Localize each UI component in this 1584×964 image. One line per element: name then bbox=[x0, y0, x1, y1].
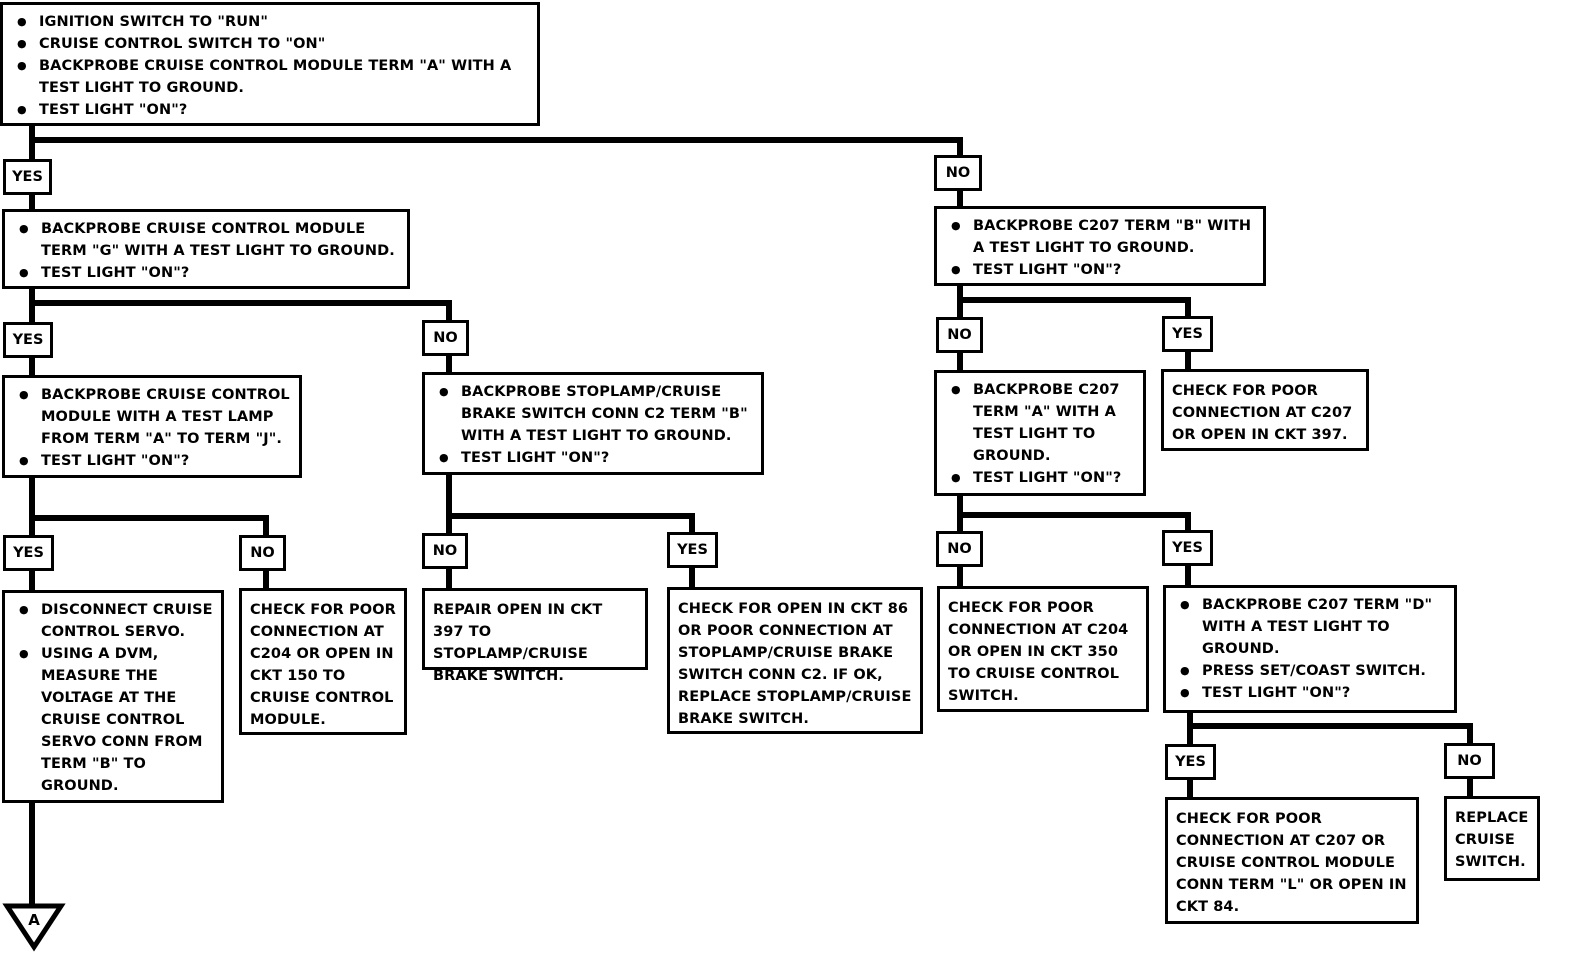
step-text: PRESS SET/COAST SWITCH. bbox=[1172, 660, 1448, 682]
step-text: BACKPROBE CRUISE CONTROL MODULE WITH A T… bbox=[11, 384, 303, 450]
off-page-connector-a: A bbox=[2, 903, 66, 952]
step-module-term-a-j: BACKPROBE CRUISE CONTROL MODULE WITH A T… bbox=[2, 375, 302, 478]
step-text: BACKPROBE C207 TERM "B" WITH A TEST LIGH… bbox=[943, 215, 1263, 259]
branch-label-yes: YES bbox=[3, 322, 53, 358]
step-text: TEST LIGHT "ON"? bbox=[11, 262, 401, 284]
step-text: TEST LIGHT "ON"? bbox=[943, 467, 1137, 489]
result-text: CHECK FOR POOR CONNECTION AT C207 OR CRU… bbox=[1176, 811, 1407, 915]
branch-label-no: NO bbox=[422, 320, 469, 356]
step-text: CRUISE CONTROL SWITCH TO "ON" bbox=[9, 33, 531, 55]
branch-label-yes: YES bbox=[3, 159, 52, 195]
step-text: BACKPROBE STOPLAMP/CRUISE BRAKE SWITCH C… bbox=[431, 381, 761, 447]
step-text: BACKPROBE CRUISE CONTROL MODULE TERM "G"… bbox=[11, 218, 401, 262]
step-text: TEST LIGHT "ON"? bbox=[1172, 682, 1448, 704]
step-text: TEST LIGHT "ON"? bbox=[431, 447, 755, 469]
branch-label-yes: YES bbox=[1162, 316, 1213, 352]
branch-label-no: NO bbox=[422, 533, 468, 569]
step-servo-voltage: DISCONNECT CRUISE CONTROL SERVO. USING A… bbox=[2, 590, 224, 803]
result-text: CHECK FOR POOR CONNECTION AT C204 OR OPE… bbox=[948, 600, 1129, 704]
result-text: CHECK FOR POOR CONNECTION AT C207 OR OPE… bbox=[1172, 383, 1353, 443]
result-check-ckt86: CHECK FOR OPEN IN CKT 86 OR POOR CONNECT… bbox=[667, 587, 923, 734]
branch-label-yes: YES bbox=[3, 535, 54, 571]
step-text: BACKPROBE C207 TERM "A" WITH A TEST LIGH… bbox=[943, 379, 1143, 467]
step-text: DISCONNECT CRUISE CONTROL SERVO. bbox=[11, 599, 221, 643]
result-text: REPLACE CRUISE SWITCH. bbox=[1455, 810, 1529, 870]
step-c207-term-d: BACKPROBE C207 TERM "D" WITH A TEST LIGH… bbox=[1163, 585, 1457, 713]
branch-label-no: NO bbox=[936, 317, 983, 353]
result-check-c207-ckt397: CHECK FOR POOR CONNECTION AT C207 OR OPE… bbox=[1161, 369, 1369, 451]
result-text: REPAIR OPEN IN CKT 397 TO STOPLAMP/CRUIS… bbox=[433, 602, 603, 684]
result-check-c207-ckt84: CHECK FOR POOR CONNECTION AT C207 OR CRU… bbox=[1165, 797, 1419, 924]
branch-label-yes: YES bbox=[1165, 744, 1216, 780]
step-text: TEST LIGHT "ON"? bbox=[9, 99, 531, 121]
step-module-term-g: BACKPROBE CRUISE CONTROL MODULE TERM "G"… bbox=[2, 209, 410, 289]
result-text: CHECK FOR OPEN IN CKT 86 OR POOR CONNECT… bbox=[678, 601, 912, 727]
branch-label-no: NO bbox=[1444, 743, 1495, 779]
connector-label: A bbox=[28, 911, 40, 929]
branch-label-yes: YES bbox=[667, 532, 718, 568]
branch-label-no: NO bbox=[239, 535, 286, 571]
result-repair-ckt397: REPAIR OPEN IN CKT 397 TO STOPLAMP/CRUIS… bbox=[422, 588, 648, 684]
result-check-c204-ckt350: CHECK FOR POOR CONNECTION AT C204 OR OPE… bbox=[937, 586, 1149, 712]
branch-label-no: NO bbox=[936, 531, 983, 567]
step-stoplamp-switch-term-b: BACKPROBE STOPLAMP/CRUISE BRAKE SWITCH C… bbox=[422, 372, 764, 475]
result-check-c204-ckt150: CHECK FOR POOR CONNECTION AT C204 OR OPE… bbox=[239, 588, 407, 735]
step-c207-term-a: BACKPROBE C207 TERM "A" WITH A TEST LIGH… bbox=[934, 370, 1146, 496]
result-text: CHECK FOR POOR CONNECTION AT C204 OR OPE… bbox=[250, 602, 396, 728]
result-replace-cruise-switch: REPLACE CRUISE SWITCH. bbox=[1444, 796, 1540, 881]
step-text: TEST LIGHT "ON"? bbox=[11, 450, 293, 472]
step-text: BACKPROBE C207 TERM "D" WITH A TEST LIGH… bbox=[1172, 594, 1452, 660]
step-text: IGNITION SWITCH TO "RUN" bbox=[9, 11, 531, 33]
step-text: USING A DVM, MEASURE THE VOLTAGE AT THE … bbox=[11, 643, 221, 797]
step-text: TEST LIGHT "ON"? bbox=[943, 259, 1257, 281]
step-text: BACKPROBE CRUISE CONTROL MODULE TERM "A"… bbox=[9, 55, 519, 99]
branch-label-no: NO bbox=[934, 155, 982, 191]
step-c207-term-b: BACKPROBE C207 TERM "B" WITH A TEST LIGH… bbox=[934, 206, 1266, 286]
branch-label-yes: YES bbox=[1162, 530, 1213, 566]
step-ignition-check: IGNITION SWITCH TO "RUN" CRUISE CONTROL … bbox=[0, 2, 540, 126]
